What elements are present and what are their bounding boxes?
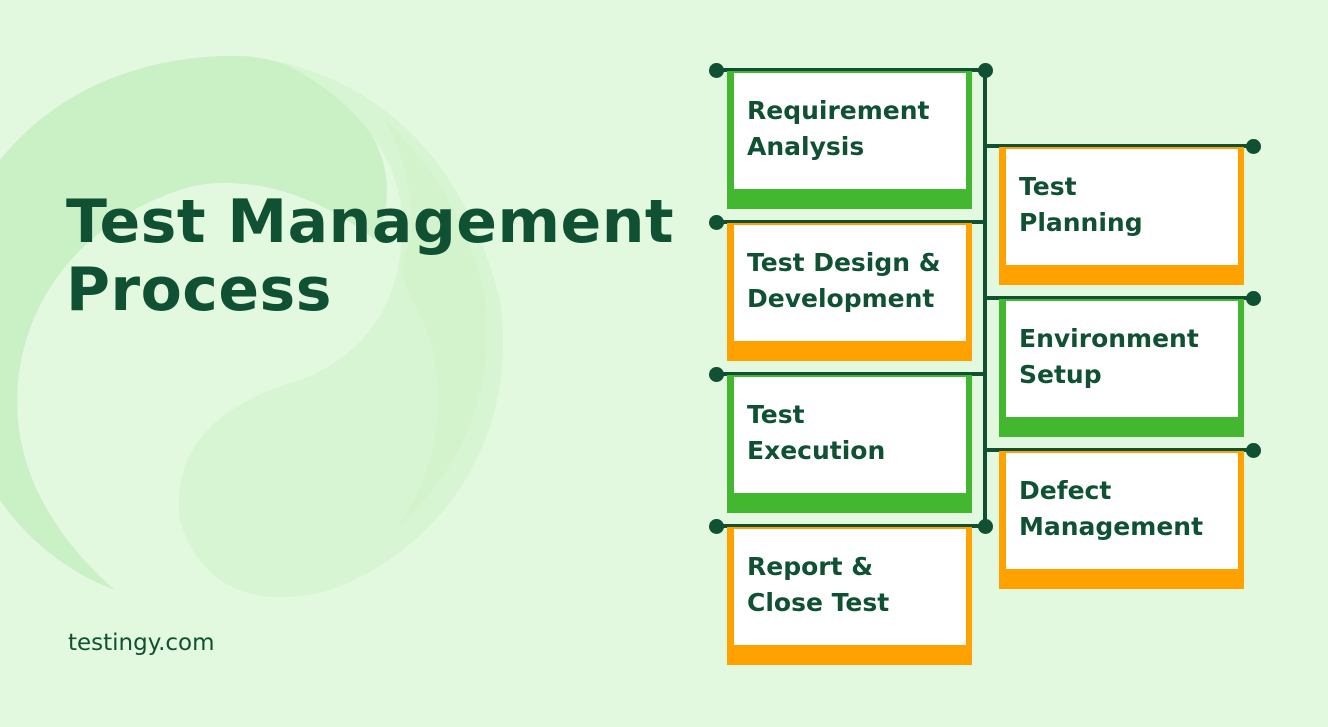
connector-dot xyxy=(709,63,724,78)
title-line-2: Process xyxy=(66,255,332,325)
step-requirement-analysis: Requirement Analysis xyxy=(727,71,972,209)
step-environment-setup: Environment Setup xyxy=(999,299,1244,437)
step-label: Test Execution xyxy=(747,400,886,465)
step-test-design-development: Test Design & Development xyxy=(727,223,972,361)
connector-dot xyxy=(709,519,724,534)
connector-dot xyxy=(1246,443,1261,458)
step-label: Report & Close Test xyxy=(747,552,890,617)
step-label: Requirement Analysis xyxy=(747,96,930,161)
connector-line xyxy=(716,372,986,376)
step-label: Test Planning xyxy=(1019,172,1143,237)
connector-dot xyxy=(1246,139,1261,154)
step-label: Environment Setup xyxy=(1019,324,1199,389)
step-label: Test Design & Development xyxy=(747,248,941,313)
connector-dot xyxy=(709,367,724,382)
page-title: Test Management Process xyxy=(66,188,674,324)
connector-line xyxy=(985,296,1253,300)
title-line-1: Test Management xyxy=(66,187,675,257)
connector-line xyxy=(716,68,986,72)
connector-dot xyxy=(709,215,724,230)
connector-line xyxy=(985,144,1253,148)
connector-line xyxy=(985,448,1253,452)
site-url: testingy.com xyxy=(68,630,215,656)
connector-dot xyxy=(978,519,993,534)
step-report-close-test: Report & Close Test xyxy=(727,527,972,665)
step-label: Defect Management xyxy=(1019,476,1204,541)
connector-dot xyxy=(1246,291,1261,306)
step-test-planning: Test Planning xyxy=(999,147,1244,285)
step-defect-management: Defect Management xyxy=(999,451,1244,589)
step-test-execution: Test Execution xyxy=(727,375,972,513)
connector-dot xyxy=(978,63,993,78)
connector-line xyxy=(716,524,986,528)
connector-line xyxy=(716,220,986,224)
